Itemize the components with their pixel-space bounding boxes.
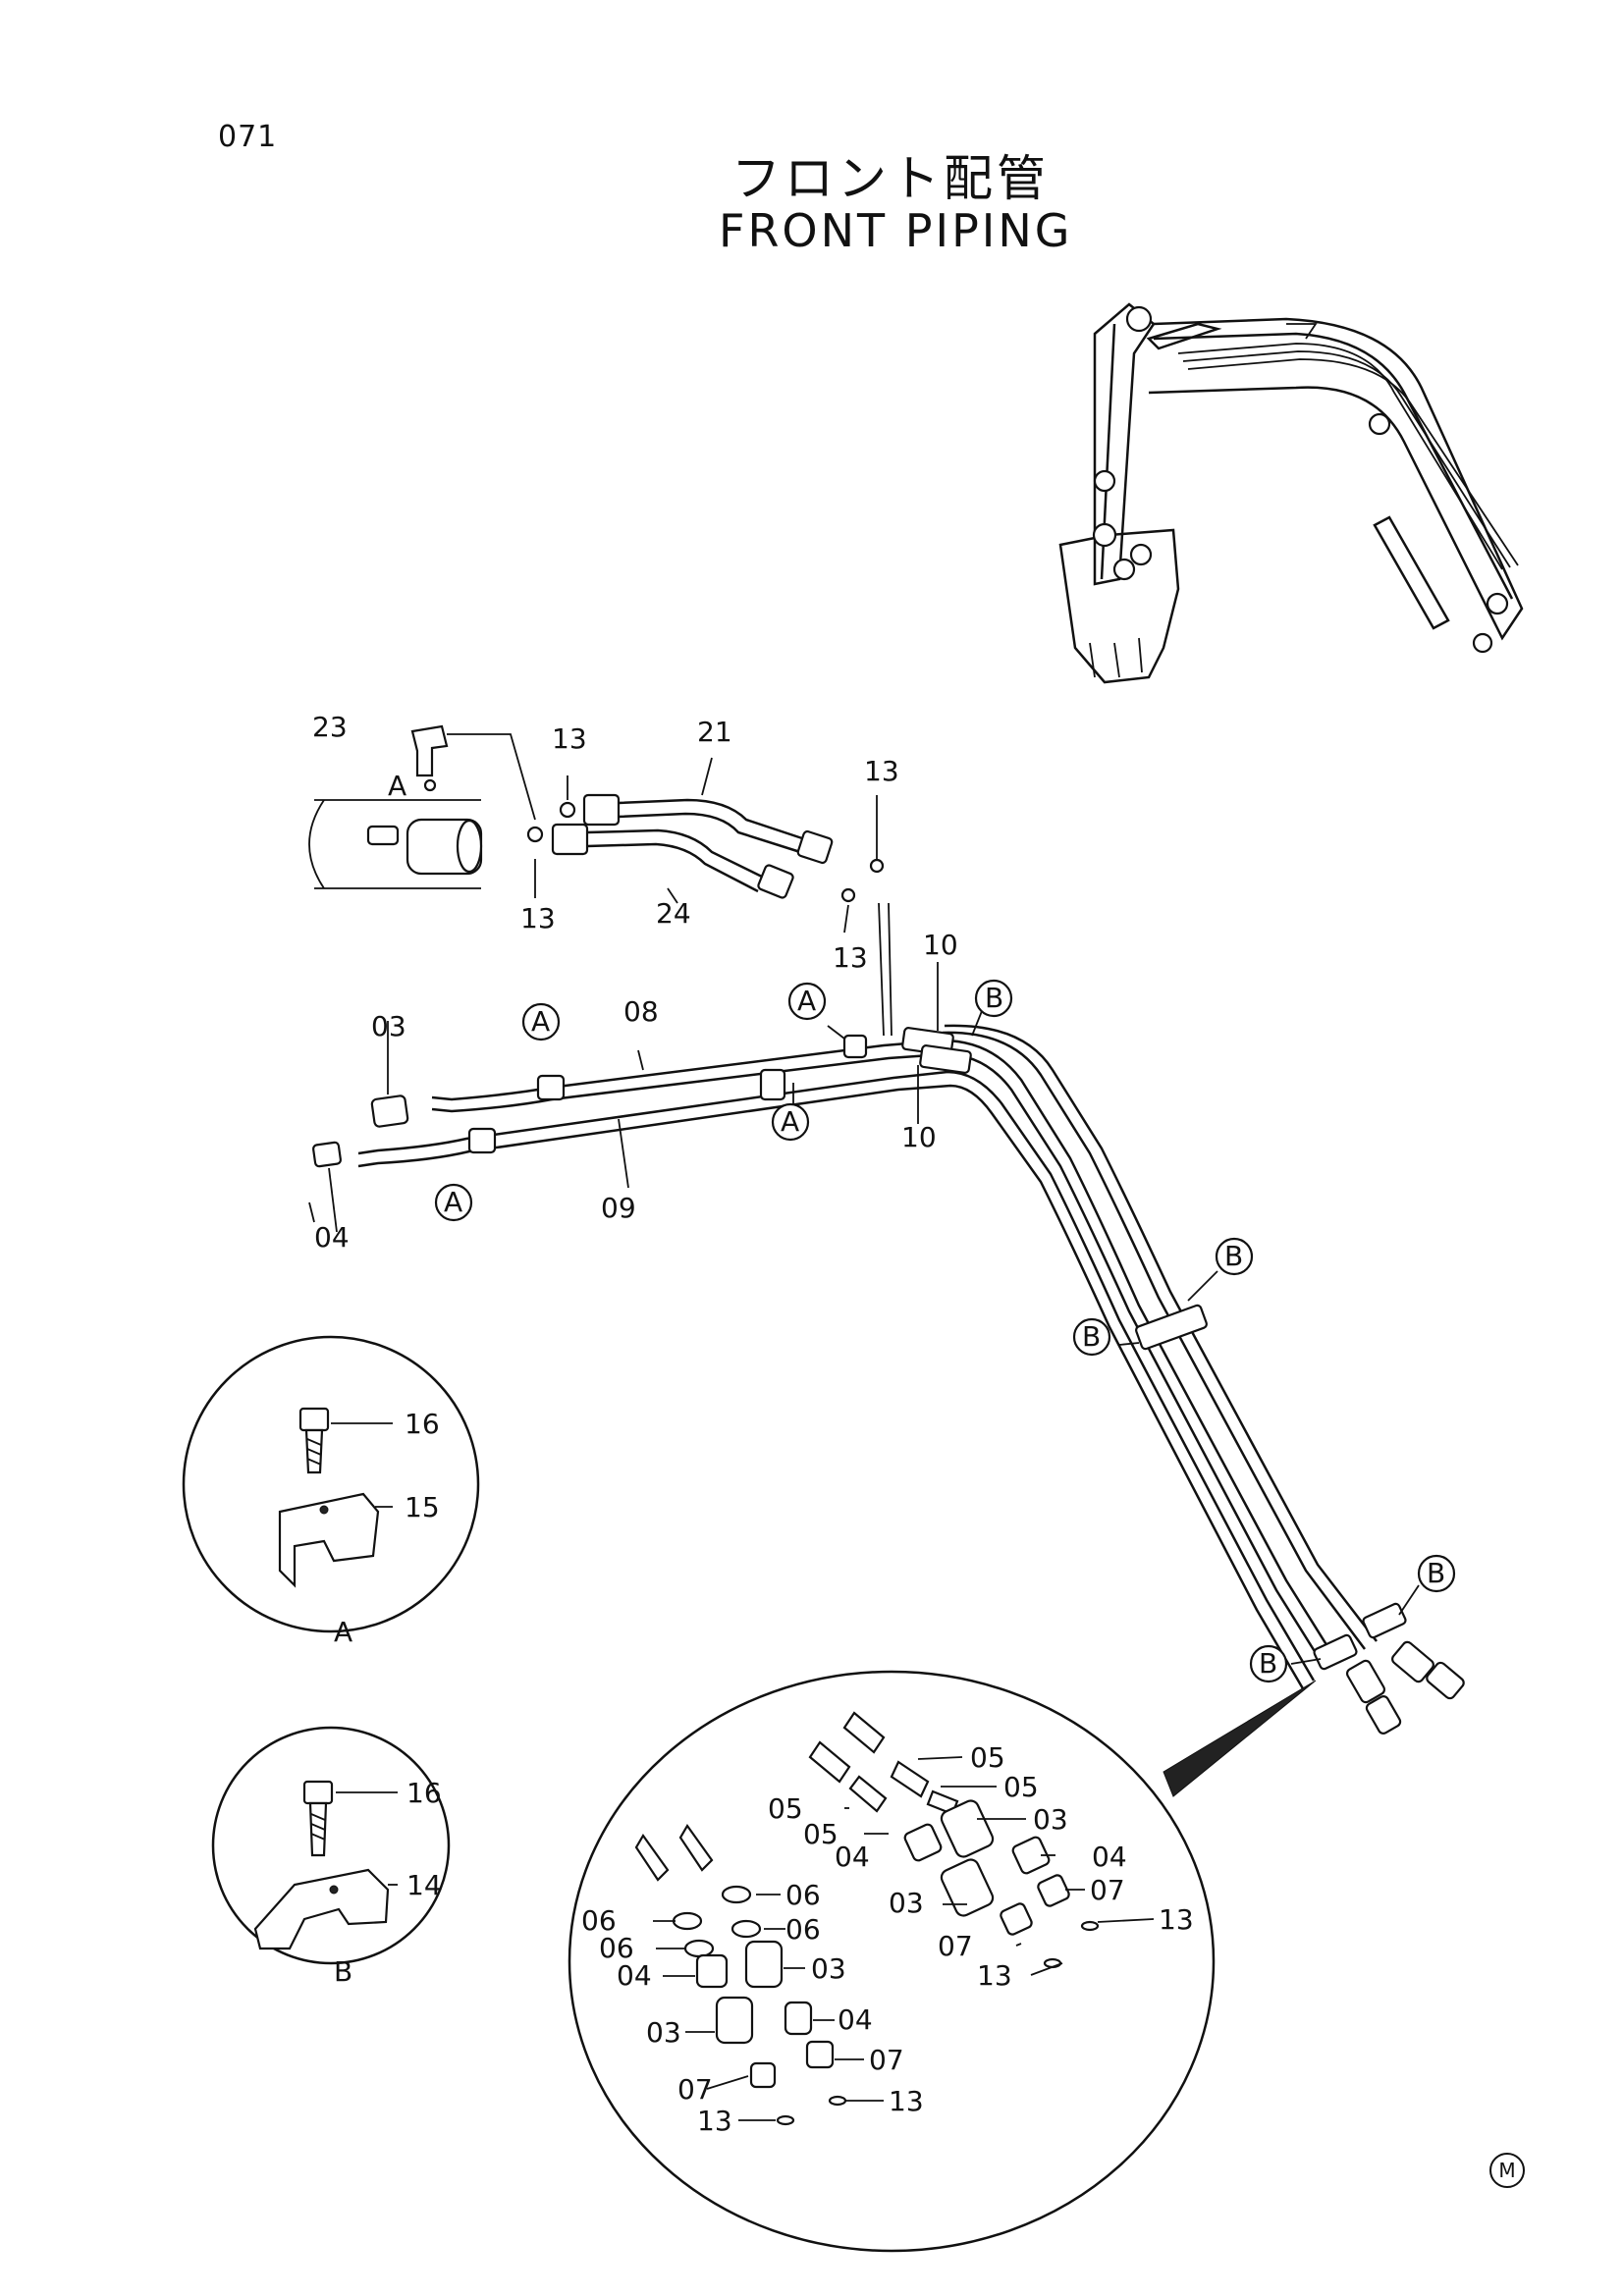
callout-fit-03-3: 03 [811,1952,846,1985]
main-piping [308,962,1465,1735]
callout-B-3: B [1082,1320,1101,1353]
callout-fit-05-4: 05 [803,1818,839,1850]
callout-B-5: B [1259,1647,1277,1680]
callout-fit-06-1: 06 [785,1879,821,1911]
callout-fit-13-4: 13 [697,2105,732,2137]
callout-fit-04-1: 04 [1092,1841,1127,1873]
callout-04: 04 [314,1221,350,1254]
callout-fit-05-2: 05 [1003,1771,1039,1803]
callout-fit-07-1: 07 [1090,1874,1125,1906]
callout-23: 23 [312,711,348,743]
callout-fit-07-3: 07 [869,2044,904,2076]
callout-detail-a-label: A [334,1616,352,1648]
detail-b [211,1726,451,1965]
callout-A-2: A [531,1005,550,1038]
callout-B-2: B [1224,1240,1243,1272]
callout-A-1: A [388,770,406,802]
circled-callouts [434,979,1456,1683]
callout-fit-07-4: 07 [677,2073,713,2106]
callout-10-2: 10 [901,1121,937,1153]
callout-fit-06-4: 06 [599,1932,634,1964]
callout-detail-b-label: B [334,1955,352,1988]
callout-A-5: A [444,1186,462,1218]
callout-detail-b-16: 16 [406,1777,442,1809]
callout-08: 08 [623,995,659,1028]
callout-03: 03 [371,1010,406,1042]
title-japanese: フロント配管 [731,150,1050,207]
callout-24: 24 [656,897,691,930]
callout-fit-03-4: 03 [646,2016,681,2049]
callout-fit-06-3: 06 [581,1904,617,1937]
callout-13-1: 13 [552,722,587,755]
callout-13-2: 13 [520,902,556,934]
hose-assembly-upper [308,724,893,1037]
callout-labels: 23 A 13 13 21 13 24 13 10 B A A 08 03 04… [312,711,1445,2137]
callout-fit-13-2: 13 [977,1959,1012,1992]
excavator-overview [1058,302,1524,684]
callout-fit-13-1: 13 [1159,1903,1194,1936]
callout-A-3: A [797,985,816,1017]
callout-fit-05-1: 05 [970,1741,1005,1774]
callout-09: 09 [601,1192,636,1224]
m-mark: M [1489,2153,1525,2188]
callout-21: 21 [697,716,732,748]
callout-fit-04-2: 04 [835,1841,870,1873]
callout-13-3: 13 [864,755,899,787]
callout-fit-03-2: 03 [889,1887,924,1919]
fittings-detail [568,1670,1317,2253]
callout-fit-13-3: 13 [889,2085,924,2117]
callout-B-4: B [1427,1557,1445,1589]
title-english: FRONT PIPING [719,204,1073,257]
page-number: 071 [218,120,278,154]
callout-detail-a-15: 15 [405,1491,440,1523]
detail-a [182,1335,480,1633]
callout-fit-04-4: 04 [838,2003,873,2036]
callout-fit-04-3: 04 [617,1959,652,1992]
callout-fit-06-2: 06 [785,1913,821,1946]
callout-fit-05-3: 05 [768,1792,803,1825]
callout-detail-b-14: 14 [406,1869,442,1901]
callout-10-1: 10 [923,929,958,961]
callout-A-4: A [781,1105,799,1138]
callout-detail-a-16: 16 [405,1408,440,1440]
callout-B-1: B [985,982,1003,1014]
callout-13-4: 13 [833,941,868,974]
callout-fit-07-2: 07 [938,1930,973,1962]
callout-fit-03-1: 03 [1033,1803,1068,1836]
